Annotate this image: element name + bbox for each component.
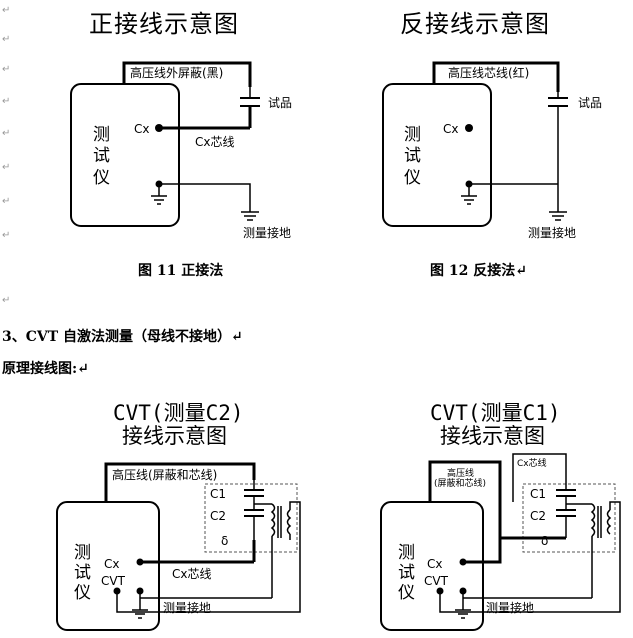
instrument-label: 测 (93, 125, 110, 145)
instrument-box (382, 83, 492, 227)
fig11-title: 正接线示意图 (89, 10, 239, 38)
fig11-diagram: 高压线外屏蔽(黑) 试品 Cx Cx芯线 测 试 仪 测量接地 高压线芯线(红)… (70, 61, 602, 240)
instrument-label: 试 (93, 146, 110, 166)
cx-terminal (465, 124, 473, 132)
instrument-box (56, 501, 160, 631)
instrument-label: 试 (398, 563, 415, 583)
instrument-label: 试 (74, 563, 91, 583)
cvt-c2-title-line1: CVT(测量C2) (113, 401, 244, 425)
cx-core-wire (512, 453, 567, 502)
paragraph-mark: ↵ (2, 295, 11, 306)
paragraph-mark: ↵ (2, 128, 11, 139)
paragraph-mark: ↵ (2, 64, 11, 75)
paragraph-mark: ↵ (2, 96, 11, 107)
transformer-primary (590, 503, 596, 537)
delta-label: δ (221, 534, 228, 548)
instrument-label: 测 (398, 543, 415, 563)
instrument-box (70, 83, 180, 227)
core-label: 高压线芯线(红) (448, 65, 529, 80)
ground-wire (159, 183, 251, 212)
ground-label: 测量接地 (486, 600, 534, 615)
cx-terminal (155, 124, 163, 132)
c2-label: C2 (210, 509, 226, 523)
instrument-box (380, 501, 484, 631)
cx-label: Cx (427, 557, 442, 571)
instrument-label: 仪 (404, 168, 421, 188)
paragraph-mark: ↵ (2, 5, 11, 16)
instrument-label: 仪 (398, 583, 415, 603)
instrument-label: 测 (404, 125, 421, 145)
instrument-label: 仪 (93, 168, 110, 188)
transformer-secondary (606, 509, 612, 535)
c1-label: C1 (210, 487, 226, 501)
transformer-secondary (286, 509, 292, 535)
ground-label: 测量接地 (243, 225, 291, 240)
hv-label: 高压线 (447, 467, 474, 479)
instrument-label: 试 (404, 146, 421, 166)
instrument-label: 测 (74, 543, 91, 563)
section-subheading: 原理接线图:↵ (2, 361, 89, 377)
cvt-dashed-box (204, 483, 298, 553)
core-label: Cx芯线 (195, 135, 234, 149)
hv-label: (屏蔽和芯线) (434, 477, 486, 489)
core-label: Cx芯线 (517, 457, 547, 469)
hv-wire (104, 462, 256, 502)
shield-label: 高压线外屏蔽(黑) (130, 65, 223, 80)
cx-label: Cx (134, 122, 149, 136)
paragraph-mark: ↵ (2, 230, 11, 241)
fig12-title: 反接线示意图 (400, 10, 550, 38)
transformer-primary (270, 503, 276, 537)
instrument-label: 仪 (74, 583, 91, 603)
ground-label: 测量接地 (528, 225, 576, 240)
c1-label: C1 (530, 487, 546, 501)
cx-label: Cx (104, 557, 119, 571)
section-heading: 3、CVT 自激法测量（母线不接地）↵ (2, 329, 243, 345)
hv-label: 高压线(屏蔽和芯线) (112, 467, 217, 482)
cvt-terminal (113, 587, 121, 595)
fig11-caption: 图 11 正接法 (138, 263, 224, 279)
paragraph-mark: ↵ (2, 34, 11, 45)
cvt-terminal (436, 587, 444, 595)
hv-wire (428, 460, 502, 538)
cvt-diagrams: 高压线(屏蔽和芯线) C1 C2 δ Cx CVT Cx芯线 测量接地 测 试 … (56, 453, 621, 631)
core-wire (432, 61, 560, 92)
sample-label: 试品 (578, 95, 602, 110)
secondary-wire (439, 501, 621, 613)
delta-label: δ (541, 534, 548, 548)
cvt-label: CVT (424, 574, 449, 588)
core-label: Cx芯线 (172, 567, 211, 581)
cvt-dashed-box (522, 483, 616, 553)
paragraph-mark: ↵ (2, 196, 11, 207)
cvt-c1-title-line2: 接线示意图 (440, 424, 545, 448)
sample-label: 试品 (268, 95, 292, 110)
cvt-c2-title-line2: 接线示意图 (122, 424, 227, 448)
cx-label: Cx (443, 122, 458, 136)
secondary-wire (116, 501, 301, 613)
cx-terminal (136, 558, 144, 566)
cvt-label: CVT (101, 574, 126, 588)
shield-wire (122, 61, 252, 87)
paragraph-mark: ↵ (2, 162, 11, 173)
cx-terminal (459, 558, 467, 566)
fig12-caption: 图 12 反接法↵ (430, 263, 527, 279)
c2-label: C2 (530, 509, 546, 523)
ground-label: 测量接地 (163, 600, 211, 615)
cvt-c1-title-line1: CVT(测量C1) (430, 401, 561, 425)
